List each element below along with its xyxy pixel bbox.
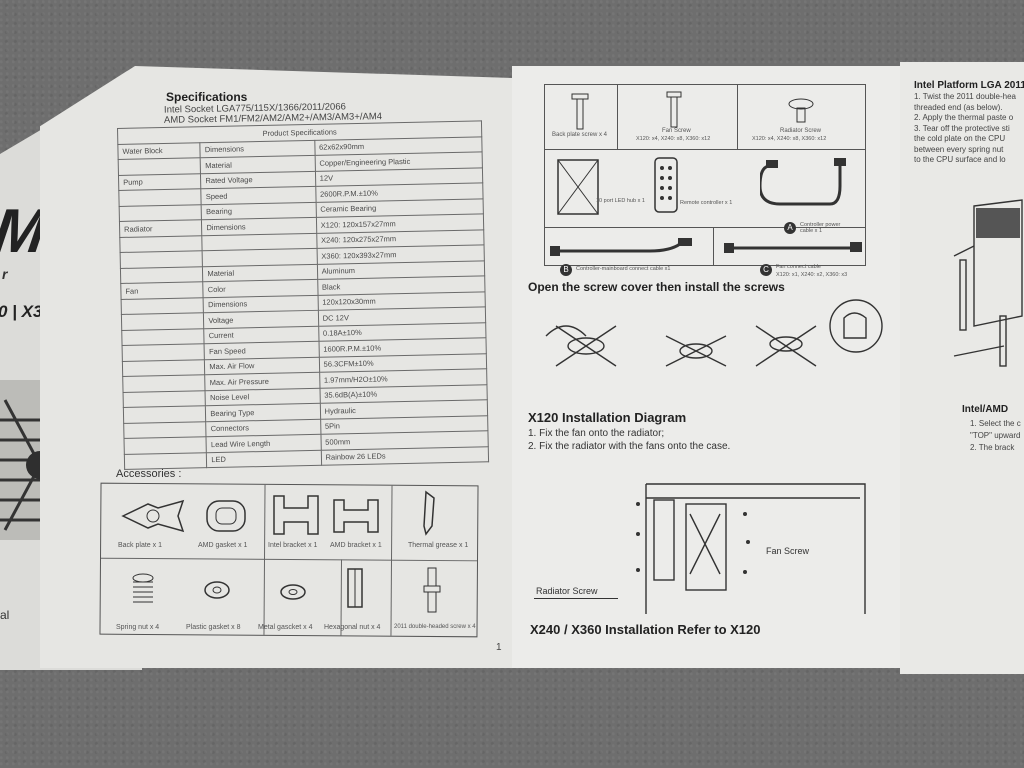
accessories-heading: Accessories :	[116, 468, 182, 480]
page3-amd-line: 1. Select the c	[970, 419, 1021, 428]
acc-plastic-gasket: Plastic gasket x 8	[186, 624, 241, 631]
page3-line: between every spring nut	[914, 144, 1004, 154]
x120-heading: X120 Installation Diagram	[528, 410, 687, 425]
spring-nut-icon	[132, 573, 154, 603]
spec-cell-group	[120, 266, 204, 284]
radiator-screw-callout: Radiator Screw	[536, 586, 598, 596]
spec-cell-group	[121, 312, 205, 330]
acc-metal-gasket: Metal gascket x 4	[258, 624, 313, 631]
page3-amd-line: 2. The brack	[970, 443, 1015, 452]
acc-hexagonal-nut: Hexagonal nut x 4	[324, 624, 381, 631]
bottom-fragment: al	[0, 608, 10, 622]
label-fan-connect-qty: X120: x1, X240: x2, X360: x3	[776, 272, 848, 278]
page3-line: the cold plate on the CPU	[914, 134, 1006, 143]
marker-c: C	[760, 264, 772, 276]
logo-sub-fragment: r	[2, 266, 8, 282]
spec-cell-group	[118, 188, 202, 206]
spec-cell-group	[119, 204, 202, 222]
spec-cell-group	[122, 374, 206, 392]
acc-thermal-grease: Thermal grease x 1	[408, 542, 469, 549]
case-install-diagram	[636, 483, 866, 614]
double-headed-screw-icon	[423, 567, 441, 613]
label-mainboard-cable: Controller-mainboard connect cable x1	[576, 266, 671, 272]
screw-cover-diagram	[545, 299, 883, 367]
spec-cell-group	[119, 235, 203, 253]
spec-cell-group	[118, 157, 201, 175]
plastic-gasket-icon	[204, 581, 230, 599]
spec-cell-group	[122, 359, 206, 377]
acc-amd-gasket: AMD gasket x 1	[198, 542, 248, 549]
spec-cell-group	[120, 250, 203, 268]
page3-line: threaded end (as below).	[914, 102, 1003, 112]
spec-cell-group	[121, 328, 205, 346]
label-radiator-screw: Radiator Screw	[780, 128, 822, 134]
amd-bracket-icon	[333, 499, 379, 533]
label-fan-connect: Fan connect cable	[776, 264, 821, 270]
spec-cell-value: Rainbow 26 LEDs	[320, 446, 489, 466]
label-controller-power: Controller power cable x 1	[800, 222, 841, 234]
intel-bracket-icon	[273, 495, 319, 535]
page3-amd-line: "TOP" upward	[970, 431, 1021, 440]
page-number-1: 1	[496, 642, 502, 653]
label-remote: Remote controller x 1	[680, 200, 733, 206]
marker-a: A	[784, 222, 796, 234]
remote-controller-icon	[654, 157, 678, 213]
page3-line: 1. Twist the 2011 double-hea	[914, 92, 1016, 101]
page3-line: 3. Tear off the protective sti	[914, 123, 1010, 133]
spec-cell-label: LED	[206, 449, 322, 468]
fan-connect-cable-icon	[724, 242, 862, 253]
x120-step-1: 1. Fix the fan onto the radiator;	[528, 428, 665, 439]
spec-cell-group	[124, 452, 207, 470]
fan-screw-icon	[666, 91, 682, 128]
label-radiator-screw-qty: X120: x4, X240: x8, X360: x12	[752, 136, 827, 142]
acc-amd-bracket: AMD bracket x 1	[330, 542, 382, 549]
spec-cell-group	[123, 390, 206, 408]
spec-cell-group: Pump	[118, 173, 202, 191]
spec-cell-group: Radiator	[119, 219, 203, 237]
cpu-block-diagram	[953, 199, 1023, 367]
x240-x360-heading: X240 / X360 Installation Refer to X120	[530, 622, 761, 637]
mainboard-cable-icon	[550, 238, 692, 256]
page3-heading: Intel Platform LGA 2011	[914, 80, 1024, 91]
label-fan-screw: Fan Screw	[662, 128, 691, 134]
parts-box	[544, 84, 866, 266]
acc-spring-nut: Spring nut x 4	[116, 624, 160, 631]
marker-b: B	[560, 264, 572, 276]
spec-heading: Specifications	[166, 90, 248, 104]
thermal-grease-icon	[423, 490, 435, 536]
spec-cell-group	[124, 436, 207, 454]
led-hub-icon	[557, 159, 599, 215]
label-led-hub: 10 port LED hub x 1	[596, 198, 645, 204]
radiator-screw-icon	[788, 98, 814, 123]
spec-cell-group	[123, 405, 207, 423]
page3-amd-heading: Intel/AMD	[962, 404, 1009, 415]
page3-amd-lines: 1. Select the c "TOP" upward 2. The brack	[970, 418, 1024, 454]
back-plate-icon	[121, 499, 185, 533]
acc-double-screw: 2011 double-headed screw x 4	[394, 624, 476, 630]
spec-cell-group	[123, 421, 207, 439]
hexagonal-nut-icon	[347, 568, 363, 608]
spec-cell-group: Fan	[120, 281, 204, 299]
acc-back-plate: Back plate x 1	[118, 542, 162, 549]
amd-gasket-icon	[206, 500, 246, 532]
page3-line: 2. Apply the thermal paste o	[914, 113, 1014, 122]
spec-cell-group: Water Block	[117, 142, 201, 160]
label-back-plate-screw: Back plate screw x 4	[552, 132, 608, 138]
label-fan-screw-qty: X120: x4, X240: x8, X360: x12	[636, 136, 711, 142]
x120-step-2: 2. Fix the radiator with the fans onto t…	[528, 441, 731, 452]
fan-screw-callout: Fan Screw	[766, 546, 810, 556]
metal-gasket-icon	[280, 584, 306, 600]
back-plate-screw-icon	[571, 93, 589, 130]
manual-page-3	[900, 62, 1024, 674]
page3-line: to the CPU surface and lo	[914, 155, 1006, 164]
spec-cell-group	[122, 343, 205, 361]
controller-power-cable-icon	[760, 158, 846, 206]
screw-cover-heading: Open the screw cover then install the sc…	[528, 280, 785, 294]
acc-intel-bracket: Intel bracket x 1	[268, 542, 318, 549]
spec-cell-group	[121, 297, 204, 315]
